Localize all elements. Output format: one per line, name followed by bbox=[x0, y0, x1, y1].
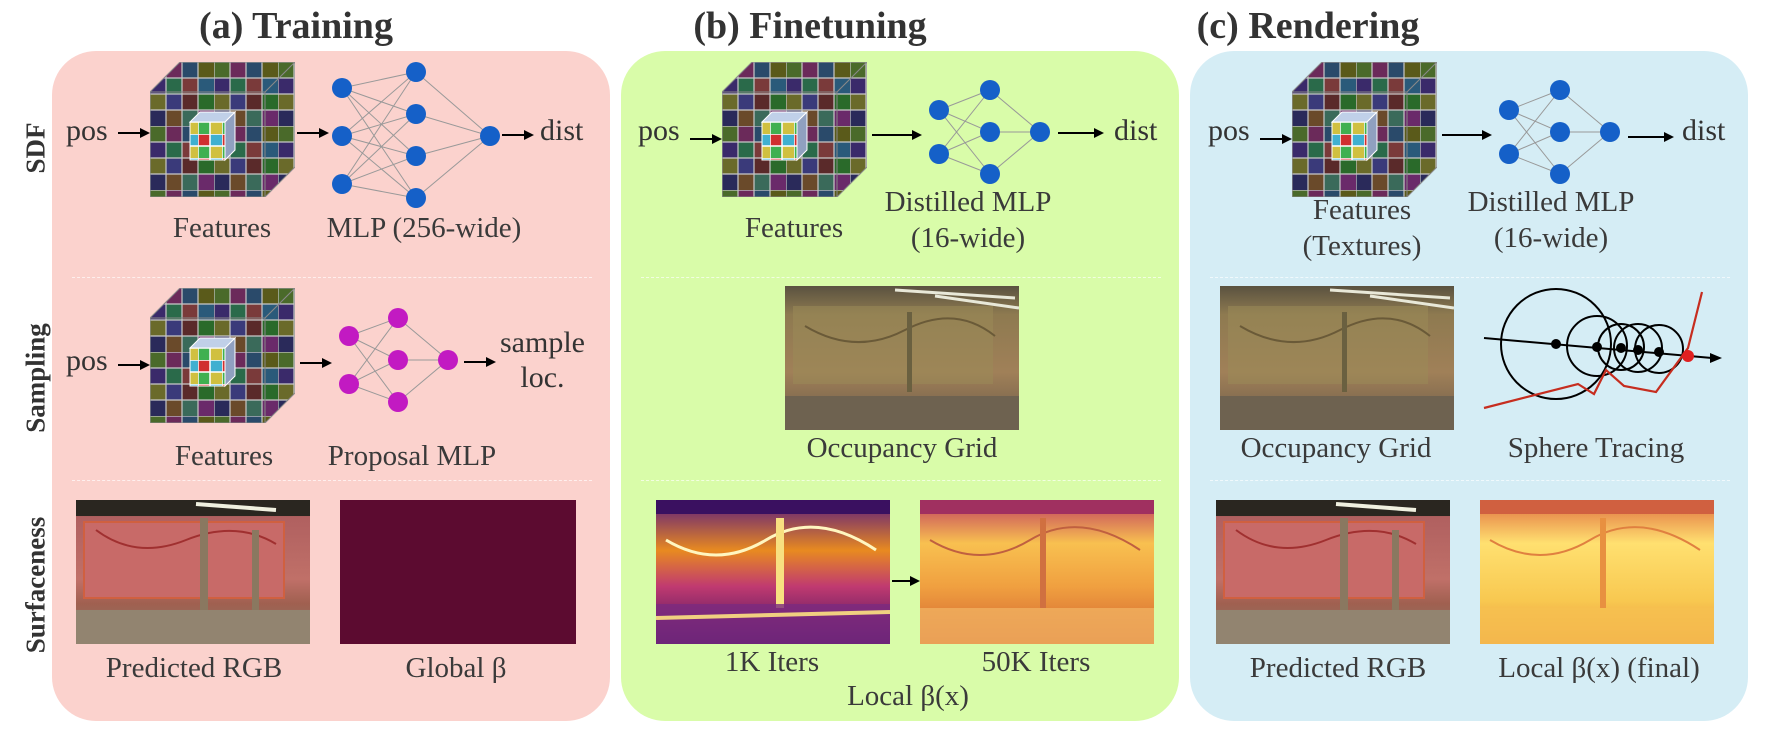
output-dist: dist bbox=[1682, 114, 1726, 147]
arrow-right-icon bbox=[690, 132, 722, 146]
arrow-right-icon bbox=[892, 574, 920, 588]
row-separator bbox=[641, 480, 1161, 481]
row-separator bbox=[72, 480, 592, 481]
row-separator bbox=[641, 277, 1161, 278]
output-sample-loc: sample loc. bbox=[500, 326, 585, 395]
feature-grid-cube-icon bbox=[150, 288, 295, 423]
arrow-right-icon bbox=[502, 128, 534, 142]
input-pos: pos bbox=[1208, 114, 1250, 147]
local-beta-final-image bbox=[1480, 500, 1714, 644]
column-title-training: (a) Training bbox=[199, 5, 393, 47]
input-pos: pos bbox=[66, 344, 108, 377]
label-predicted-rgb: Predicted RGB bbox=[105, 652, 283, 684]
label-predicted-rgb: Predicted RGB bbox=[1249, 652, 1427, 684]
predicted-rgb-image bbox=[76, 500, 310, 644]
sphere-tracing-diagram bbox=[1476, 286, 1732, 412]
arrow-right-icon bbox=[464, 355, 496, 369]
arrow-right-icon bbox=[1442, 128, 1492, 142]
label-distilled-mlp: Distilled MLP (16-wide) bbox=[1468, 184, 1635, 257]
label-distilled-mlp: Distilled MLP (16-wide) bbox=[885, 184, 1052, 257]
column-title-finetuning: (b) Finetuning bbox=[693, 5, 927, 47]
label-occupancy-grid: Occupancy Grid bbox=[1240, 432, 1432, 464]
mlp-256-network-icon bbox=[330, 62, 500, 212]
row-label-sampling: Sampling bbox=[20, 323, 51, 433]
column-title-rendering: (c) Rendering bbox=[1196, 5, 1420, 47]
label-features: Features bbox=[172, 212, 272, 244]
arrow-right-icon bbox=[300, 356, 332, 370]
feature-grid-cube-icon bbox=[1292, 62, 1437, 197]
distilled-mlp-network-icon bbox=[1498, 80, 1623, 185]
distilled-mlp-network-icon bbox=[928, 80, 1053, 185]
arrow-right-icon bbox=[1260, 132, 1292, 146]
label-distilled-mlp-line1: Distilled MLP bbox=[1467, 186, 1635, 218]
label-features-textures-line1: Features bbox=[1312, 194, 1412, 226]
arrow-right-icon bbox=[118, 126, 150, 140]
row-separator bbox=[1210, 277, 1730, 278]
label-50k-iters: 50K Iters bbox=[981, 646, 1091, 678]
label-sphere-tracing: Sphere Tracing bbox=[1507, 432, 1685, 464]
global-beta-image bbox=[340, 500, 576, 644]
output-dist: dist bbox=[540, 114, 584, 147]
arrow-right-icon bbox=[118, 358, 150, 372]
input-pos: pos bbox=[66, 114, 108, 147]
output-sample-loc-line1: sample bbox=[500, 326, 585, 359]
label-distilled-mlp-line2: (16-wide) bbox=[910, 222, 1026, 255]
proposal-mlp-network-icon bbox=[338, 308, 463, 413]
arrow-right-icon bbox=[872, 128, 922, 142]
label-distilled-mlp-line1: Distilled MLP bbox=[884, 186, 1052, 218]
row-label-sdf: SDF bbox=[20, 122, 51, 174]
row-separator bbox=[72, 277, 592, 278]
local-beta-1k-image bbox=[656, 500, 890, 644]
label-local-beta: Local β(x) bbox=[847, 680, 969, 712]
label-occupancy-grid: Occupancy Grid bbox=[806, 432, 998, 464]
feature-grid-cube-icon bbox=[150, 62, 295, 197]
label-proposal-mlp: Proposal MLP bbox=[327, 440, 497, 472]
output-sample-loc-line2: loc. bbox=[520, 360, 565, 394]
input-pos: pos bbox=[638, 114, 680, 147]
label-mlp-256: MLP (256-wide) bbox=[326, 212, 522, 244]
feature-grid-cube-icon bbox=[722, 62, 867, 197]
label-features-textures-line2: (Textures) bbox=[1302, 230, 1422, 263]
label-1k-iters: 1K Iters bbox=[724, 646, 820, 678]
local-beta-50k-image bbox=[920, 500, 1154, 644]
label-features-textures: Features (Textures) bbox=[1303, 192, 1422, 265]
label-features: Features bbox=[744, 212, 844, 244]
label-distilled-mlp-line2: (16-wide) bbox=[1493, 222, 1609, 255]
row-separator bbox=[1210, 480, 1730, 481]
row-label-surfaceness: Surfaceness bbox=[20, 516, 51, 654]
predicted-rgb-image bbox=[1216, 500, 1450, 644]
occupancy-grid-image bbox=[1220, 286, 1454, 430]
label-local-beta-final: Local β(x) (final) bbox=[1498, 652, 1700, 684]
arrow-right-icon bbox=[1628, 130, 1674, 144]
label-global-beta: Global β bbox=[405, 652, 507, 684]
occupancy-grid-image bbox=[785, 286, 1019, 430]
arrow-right-icon bbox=[297, 126, 329, 140]
label-features: Features bbox=[174, 440, 274, 472]
arrow-right-icon bbox=[1058, 126, 1104, 140]
output-dist: dist bbox=[1114, 114, 1158, 147]
